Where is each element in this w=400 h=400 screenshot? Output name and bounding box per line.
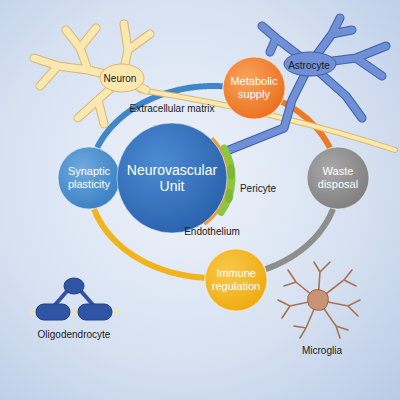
myelin-sheath (78, 304, 112, 320)
pericyte-nucleus (227, 164, 235, 180)
myelin-sheath (36, 304, 70, 320)
microglia-branch (278, 262, 360, 338)
neuron-soma (100, 64, 144, 92)
oligodendrocyte-body (64, 278, 84, 294)
node-label: Synaptic plasticity (61, 165, 117, 190)
pericyte-nucleus (225, 189, 233, 203)
circle-fill (117, 123, 227, 233)
part-label: Astrocyte (288, 60, 330, 71)
function-circle: Synaptic plasticity (58, 147, 120, 209)
part-label: Neuron (104, 73, 137, 84)
part-label: Pericyte (240, 183, 276, 194)
node-label: Immune regulation (208, 267, 264, 292)
part-label: Extracellular matrix (129, 103, 214, 114)
part-label: Oligodendrocyte (38, 329, 111, 340)
part-label: Endothelium (184, 226, 240, 237)
function-circle: Immune regulation (205, 249, 267, 311)
circle-fill (223, 57, 285, 119)
circle-fill (58, 147, 120, 209)
circle-fill (307, 147, 369, 209)
astrocyte-body (284, 52, 336, 76)
cycle-arc (266, 209, 333, 269)
function-circle: Waste disposal (307, 147, 369, 209)
circle-fill (205, 249, 267, 311)
part-label: Microglia (302, 345, 342, 356)
node-text-box: Synaptic plasticity (58, 147, 120, 209)
node-text-box: Waste disposal (307, 147, 369, 209)
astrocyte-cell (224, 18, 386, 152)
node-label: Neurovascular Unit (122, 162, 222, 194)
node-text-box: Metabolic supply (223, 57, 285, 119)
function-circle: Metabolic supply (223, 57, 285, 119)
microglia-body (308, 290, 329, 311)
astrocyte-process (224, 18, 386, 152)
astrocyte-process-outline (224, 18, 386, 152)
node-label: Metabolic supply (226, 75, 282, 100)
node-text-box: Neurovascular Unit (117, 123, 227, 233)
microglia-cell (278, 262, 360, 338)
oligodendrocyte-cell (30, 278, 120, 320)
central-circle: Neurovascular Unit (117, 123, 227, 233)
node-label: Waste disposal (310, 165, 366, 190)
node-text-box: Immune regulation (205, 249, 267, 311)
